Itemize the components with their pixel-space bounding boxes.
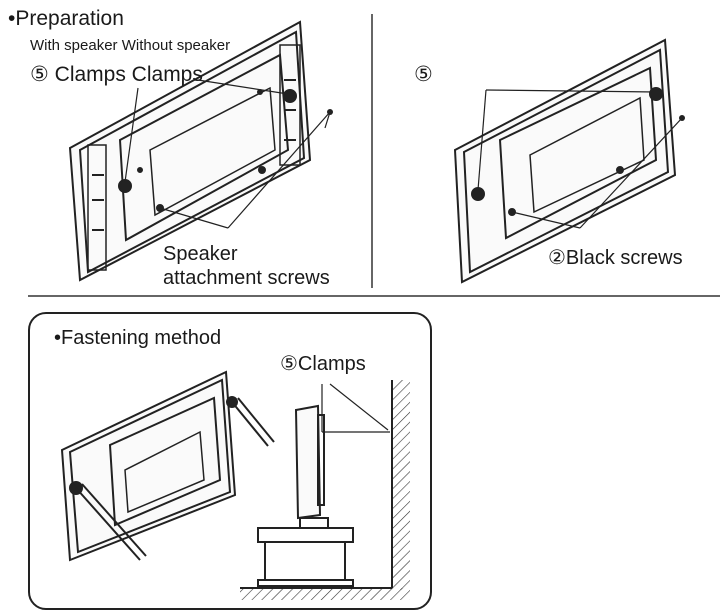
preparation-heading: •Preparation [8,7,124,30]
speaker-screws-label-line2: attachment screws [163,267,330,289]
fastening-clamps-label: ⑤Clamps [280,353,366,375]
loose-screw-right [679,115,685,121]
fastening-cords [75,397,275,561]
display-with-speaker [68,20,312,282]
right-callout-lines [477,89,683,229]
loose-screw-left [327,109,333,115]
wall [240,380,410,600]
side-view-tv [257,404,354,587]
fastening-method-panel [28,312,432,610]
side-view-clamp-lines [321,383,390,433]
display-without-speaker [453,38,677,284]
right-clamps-callout: ⑤ [414,63,433,86]
speaker-screws-label-line1: Speaker [163,243,238,265]
black-screws-label: ②Black screws [548,247,683,269]
fastening-heading: •Fastening method [54,327,222,349]
left-clamps-callout: ⑤ Clamps Clamps [30,63,203,86]
speaker-option-label: With speaker Without speaker [30,37,231,54]
